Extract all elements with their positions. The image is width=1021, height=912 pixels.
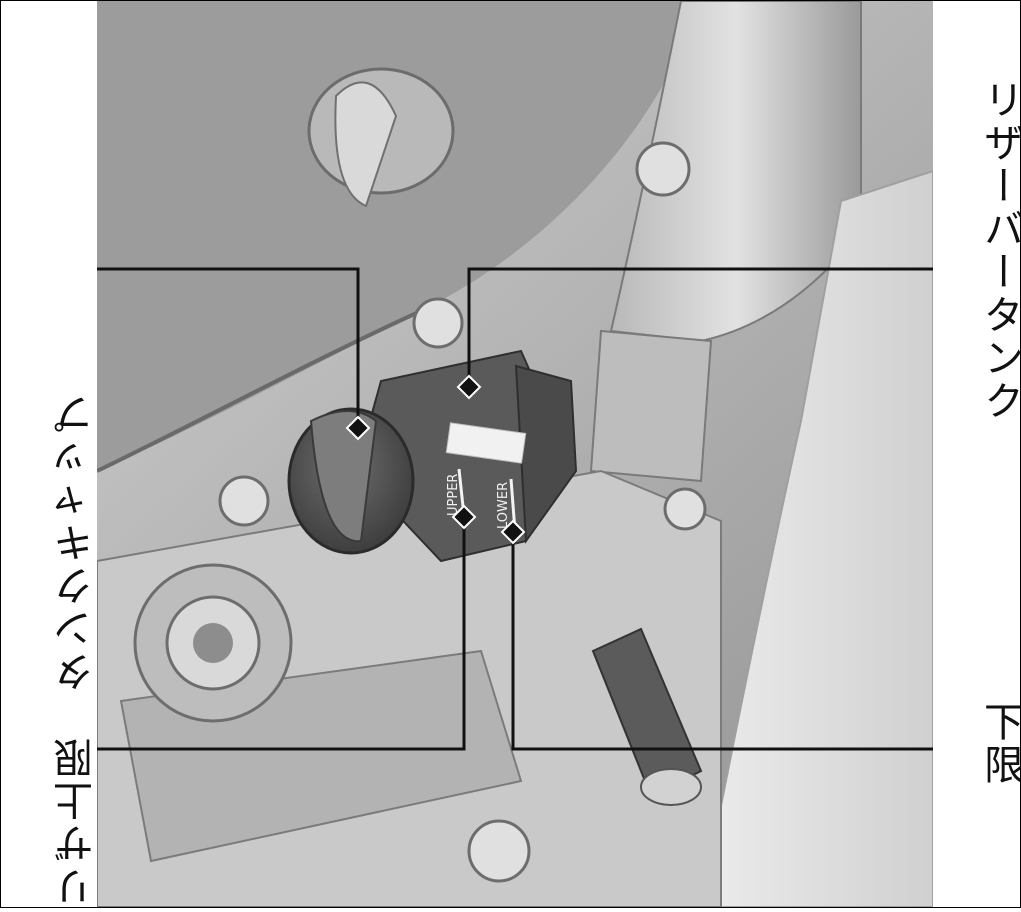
cover-rim	[96, 309, 422, 473]
leader-line-cap	[97, 267, 360, 428]
knob-grip	[334, 81, 398, 208]
pointer-cap	[345, 415, 371, 441]
leader-line-tank	[467, 267, 933, 387]
rod-end	[640, 768, 702, 806]
lower-marking: LOWER	[496, 482, 511, 529]
pointer-markers	[345, 374, 526, 545]
pointer-upper	[451, 504, 477, 530]
label-upper-limit-text: 上限	[54, 735, 100, 821]
reservoir-tank-mount	[514, 364, 578, 544]
label-upper-limit: 上限	[1, 691, 100, 821]
label-lower-limit-text: 下限	[977, 701, 1021, 787]
axle-bolt	[133, 563, 293, 723]
level-window	[445, 422, 527, 464]
leader-lines	[97, 267, 933, 751]
bolt	[218, 141, 707, 883]
pointer-tank	[456, 374, 482, 400]
leader-line-lower	[511, 532, 933, 751]
coolant-hose	[609, 1, 862, 343]
label-lower-limit: 下限	[933, 691, 1020, 811]
upper-marking: UPPER	[446, 474, 461, 516]
label-reservoir-tank-text: リザーバータンク	[977, 79, 1021, 423]
hose-lower	[589, 329, 713, 483]
cap-slot	[309, 410, 378, 543]
engine-cover	[97, 1, 701, 471]
leader-line-upper	[97, 517, 466, 751]
pointer-lower	[500, 519, 526, 545]
